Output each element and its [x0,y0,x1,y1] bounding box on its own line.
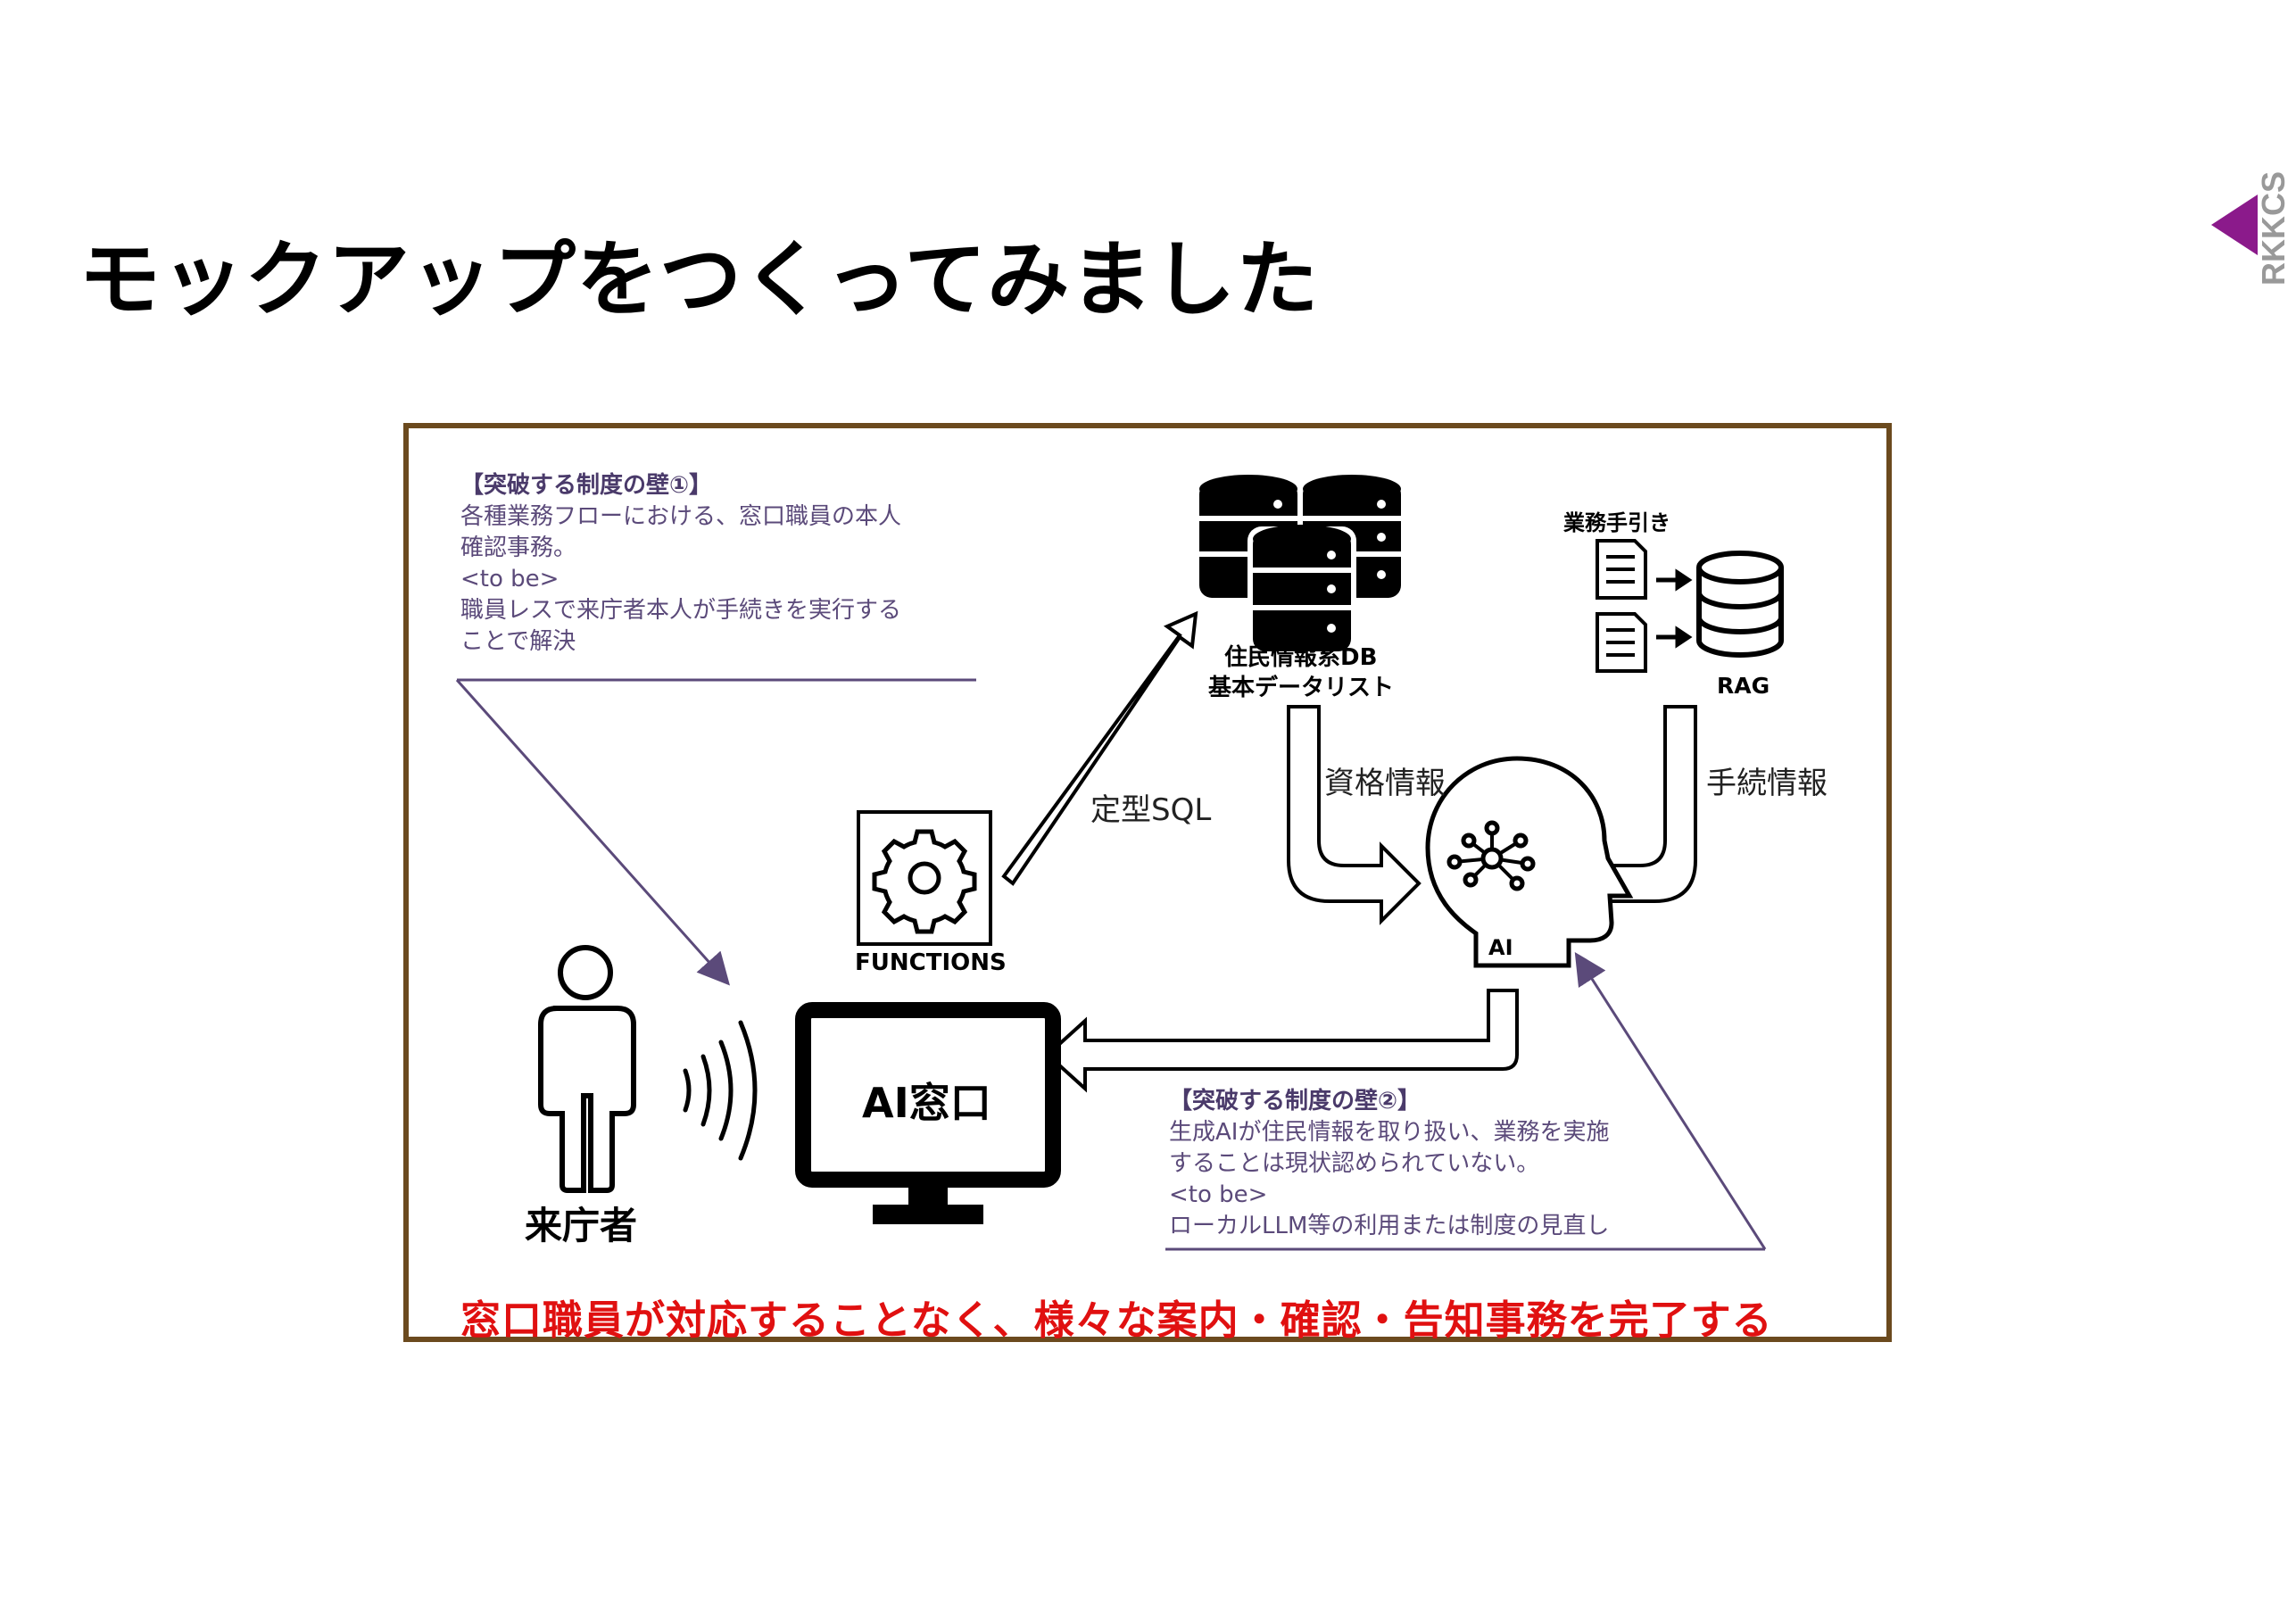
wall1-connector [455,678,976,986]
functions-label: FUNCTIONS [855,949,1007,976]
wall2-line: ローカルLLM等の利用または制度の見直し [1169,1213,1610,1239]
document-icon [1596,539,1647,600]
rag-database-icon [1696,551,1784,658]
functions-box [857,810,992,946]
monitor-icon [795,1002,1061,1224]
visitor-label: 来庁者 [525,1204,638,1247]
sql-flow-label: 定型SQL [1090,792,1212,828]
qualification-flow-label: 資格情報 [1324,766,1446,801]
wall1-note: 【突破する制度の壁①】 各種業務フローにおける、窓口職員の本人 確認事務。 <t… [460,470,901,658]
qualification-arrow [1287,705,1422,925]
wall1-line: ことで解決 [460,628,576,655]
wall2-heading: 【突破する制度の壁②】 [1169,1088,1422,1114]
ai-window-label: AI窓口 [862,1079,991,1127]
page-title: モックアップをつくってみました [79,232,1320,327]
sound-wave-icon [683,1020,758,1161]
rag-label: RAG [1717,673,1770,699]
db-label-2: 基本データリスト [1208,675,1395,701]
wall2-line: 生成AIが住民情報を取り扱い、業務を実施 [1169,1119,1610,1146]
wall1-line: <to be> [460,566,559,592]
sql-arrow [1001,610,1198,886]
procedure-flow-label: 手続情報 [1706,766,1828,801]
gear-icon [872,829,977,934]
wall2-note: 【突破する制度の壁②】 生成AIが住民情報を取り扱い、業務を実施 することは現状… [1169,1086,1609,1242]
bottom-message: 窓口職員が対応することなく、様々な案内・確認・告知事務を完了する [460,1297,1773,1344]
wall2-connector [1165,951,1767,1251]
wall1-line: 確認事務。 [460,534,577,561]
wall2-line: <to be> [1169,1181,1268,1208]
ai-label: AI [1488,935,1513,960]
ai-head-icon [1425,756,1634,968]
wall1-heading: 【突破する制度の壁①】 [460,472,713,499]
response-arrow [1045,989,1519,1093]
right-arrow-icon [1656,568,1693,649]
database-icon [1199,475,1401,657]
document-icon [1596,612,1647,673]
db-label-1: 住民情報系DB [1224,644,1378,671]
wall2-line: することは現状認められていない。 [1169,1150,1540,1177]
person-icon [538,945,636,1193]
diagram-frame [403,423,1892,1342]
wall1-line: 職員レスで来庁者本人が手続きを実行する [460,597,902,624]
wall1-line: 各種業務フローにおける、窓口職員の本人 [460,503,902,530]
rag-top-label: 業務手引き [1563,510,1670,535]
